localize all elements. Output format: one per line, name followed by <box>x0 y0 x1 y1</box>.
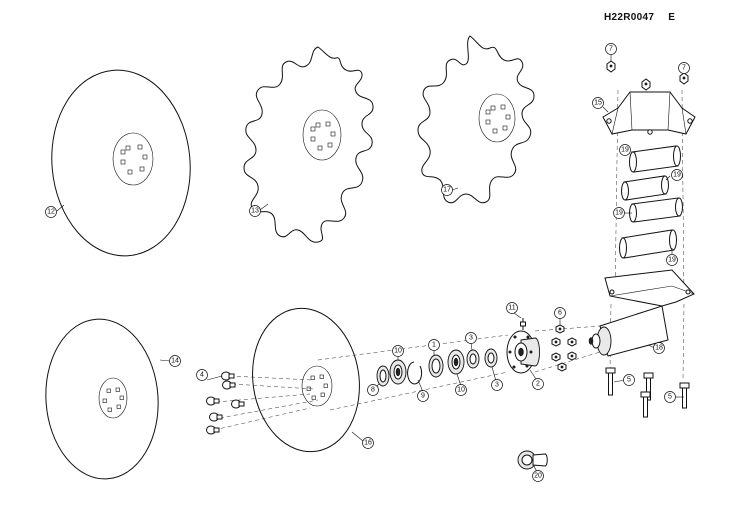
svg-text:19: 19 <box>668 257 676 264</box>
frame-bolts[interactable] <box>605 367 690 418</box>
svg-text:13: 13 <box>251 208 259 215</box>
svg-text:20: 20 <box>534 473 542 480</box>
carriage-bolts[interactable] <box>206 371 245 435</box>
svg-text:1: 1 <box>432 342 436 349</box>
svg-text:11: 11 <box>508 305 515 312</box>
notched-disc-right[interactable] <box>417 35 535 204</box>
hub[interactable] <box>506 330 540 374</box>
svg-text:7: 7 <box>609 46 613 53</box>
svg-text:19: 19 <box>673 172 681 179</box>
callout-4: 4 <box>196 369 208 381</box>
grease-nipple[interactable] <box>520 318 526 330</box>
callout-13: 13 <box>249 205 261 217</box>
bearing-right[interactable] <box>447 349 465 375</box>
callout-5-right: 5 <box>664 391 676 403</box>
drawing-variant: E <box>668 12 676 23</box>
drawing-code: H22R0047 <box>604 12 655 23</box>
callout-3-right: 3 <box>491 379 503 391</box>
svg-text:3: 3 <box>469 335 473 342</box>
notched-disc-middle[interactable] <box>243 46 374 243</box>
callout-10-right: 10 <box>455 384 467 396</box>
callout-2: 2 <box>532 378 544 390</box>
svg-text:5: 5 <box>668 394 672 401</box>
svg-text:12: 12 <box>47 209 55 216</box>
plain-disc-bottom-left[interactable] <box>41 315 164 482</box>
callout-14: 14 <box>169 355 181 367</box>
plain-disc-top[interactable] <box>44 64 198 261</box>
svg-text:3: 3 <box>495 382 499 389</box>
callout-19-d: 19 <box>666 254 678 266</box>
callout-12: 12 <box>45 206 57 218</box>
plain-disc-bottom-right[interactable] <box>243 301 368 458</box>
svg-text:4: 4 <box>200 372 204 379</box>
callout-3-left: 3 <box>465 332 477 344</box>
hub-nuts[interactable] <box>551 324 577 372</box>
callout-7-left: 7 <box>605 43 617 55</box>
callout-11: 11 <box>506 302 518 314</box>
callout-20: 20 <box>532 470 544 482</box>
svg-text:6: 6 <box>558 310 562 317</box>
svg-text:17: 17 <box>443 187 451 194</box>
callout-5-left: 5 <box>623 374 635 386</box>
leader-lines <box>56 55 685 473</box>
svg-text:15: 15 <box>594 100 602 107</box>
svg-text:7: 7 <box>682 65 686 72</box>
svg-text:10: 10 <box>457 387 465 394</box>
spacer-ring-right[interactable] <box>484 348 498 368</box>
callout-19-c: 19 <box>613 207 625 219</box>
hub-cap[interactable] <box>517 450 548 470</box>
top-bracket-nuts[interactable] <box>606 60 689 91</box>
svg-text:19: 19 <box>615 210 623 217</box>
callout-6: 6 <box>554 307 566 319</box>
spacer-ring-left[interactable] <box>466 349 480 369</box>
svg-text:19: 19 <box>621 147 629 154</box>
svg-text:5: 5 <box>627 377 631 384</box>
assembly-guide-lines <box>213 89 685 431</box>
bearing-left[interactable] <box>389 359 407 385</box>
callout-18: 18 <box>653 342 665 354</box>
stub-axle-arm[interactable] <box>588 269 695 357</box>
callout-17: 17 <box>441 184 453 196</box>
callout-19-b: 19 <box>671 169 683 181</box>
callout-7-right: 7 <box>678 62 690 74</box>
svg-text:9: 9 <box>421 393 425 400</box>
svg-text:14: 14 <box>171 358 179 365</box>
callout-19-a: 19 <box>619 144 631 156</box>
drawing-reference: H22R0047 E <box>604 12 675 23</box>
bearing-ring[interactable] <box>376 365 390 387</box>
svg-text:16: 16 <box>364 440 372 447</box>
svg-text:18: 18 <box>655 345 663 352</box>
seal-ring[interactable] <box>428 354 444 378</box>
top-bracket[interactable] <box>602 91 696 135</box>
callout-16: 16 <box>362 437 374 449</box>
circlip[interactable] <box>407 361 423 385</box>
callout-1: 1 <box>428 339 440 351</box>
svg-text:2: 2 <box>536 381 540 388</box>
callout-10-left: 10 <box>392 345 404 357</box>
callout-9: 9 <box>417 390 429 402</box>
svg-text:10: 10 <box>394 348 402 355</box>
svg-text:8: 8 <box>371 387 375 394</box>
callout-15: 15 <box>592 97 604 109</box>
callout-8: 8 <box>367 384 379 396</box>
rubber-rollers[interactable] <box>619 145 683 259</box>
